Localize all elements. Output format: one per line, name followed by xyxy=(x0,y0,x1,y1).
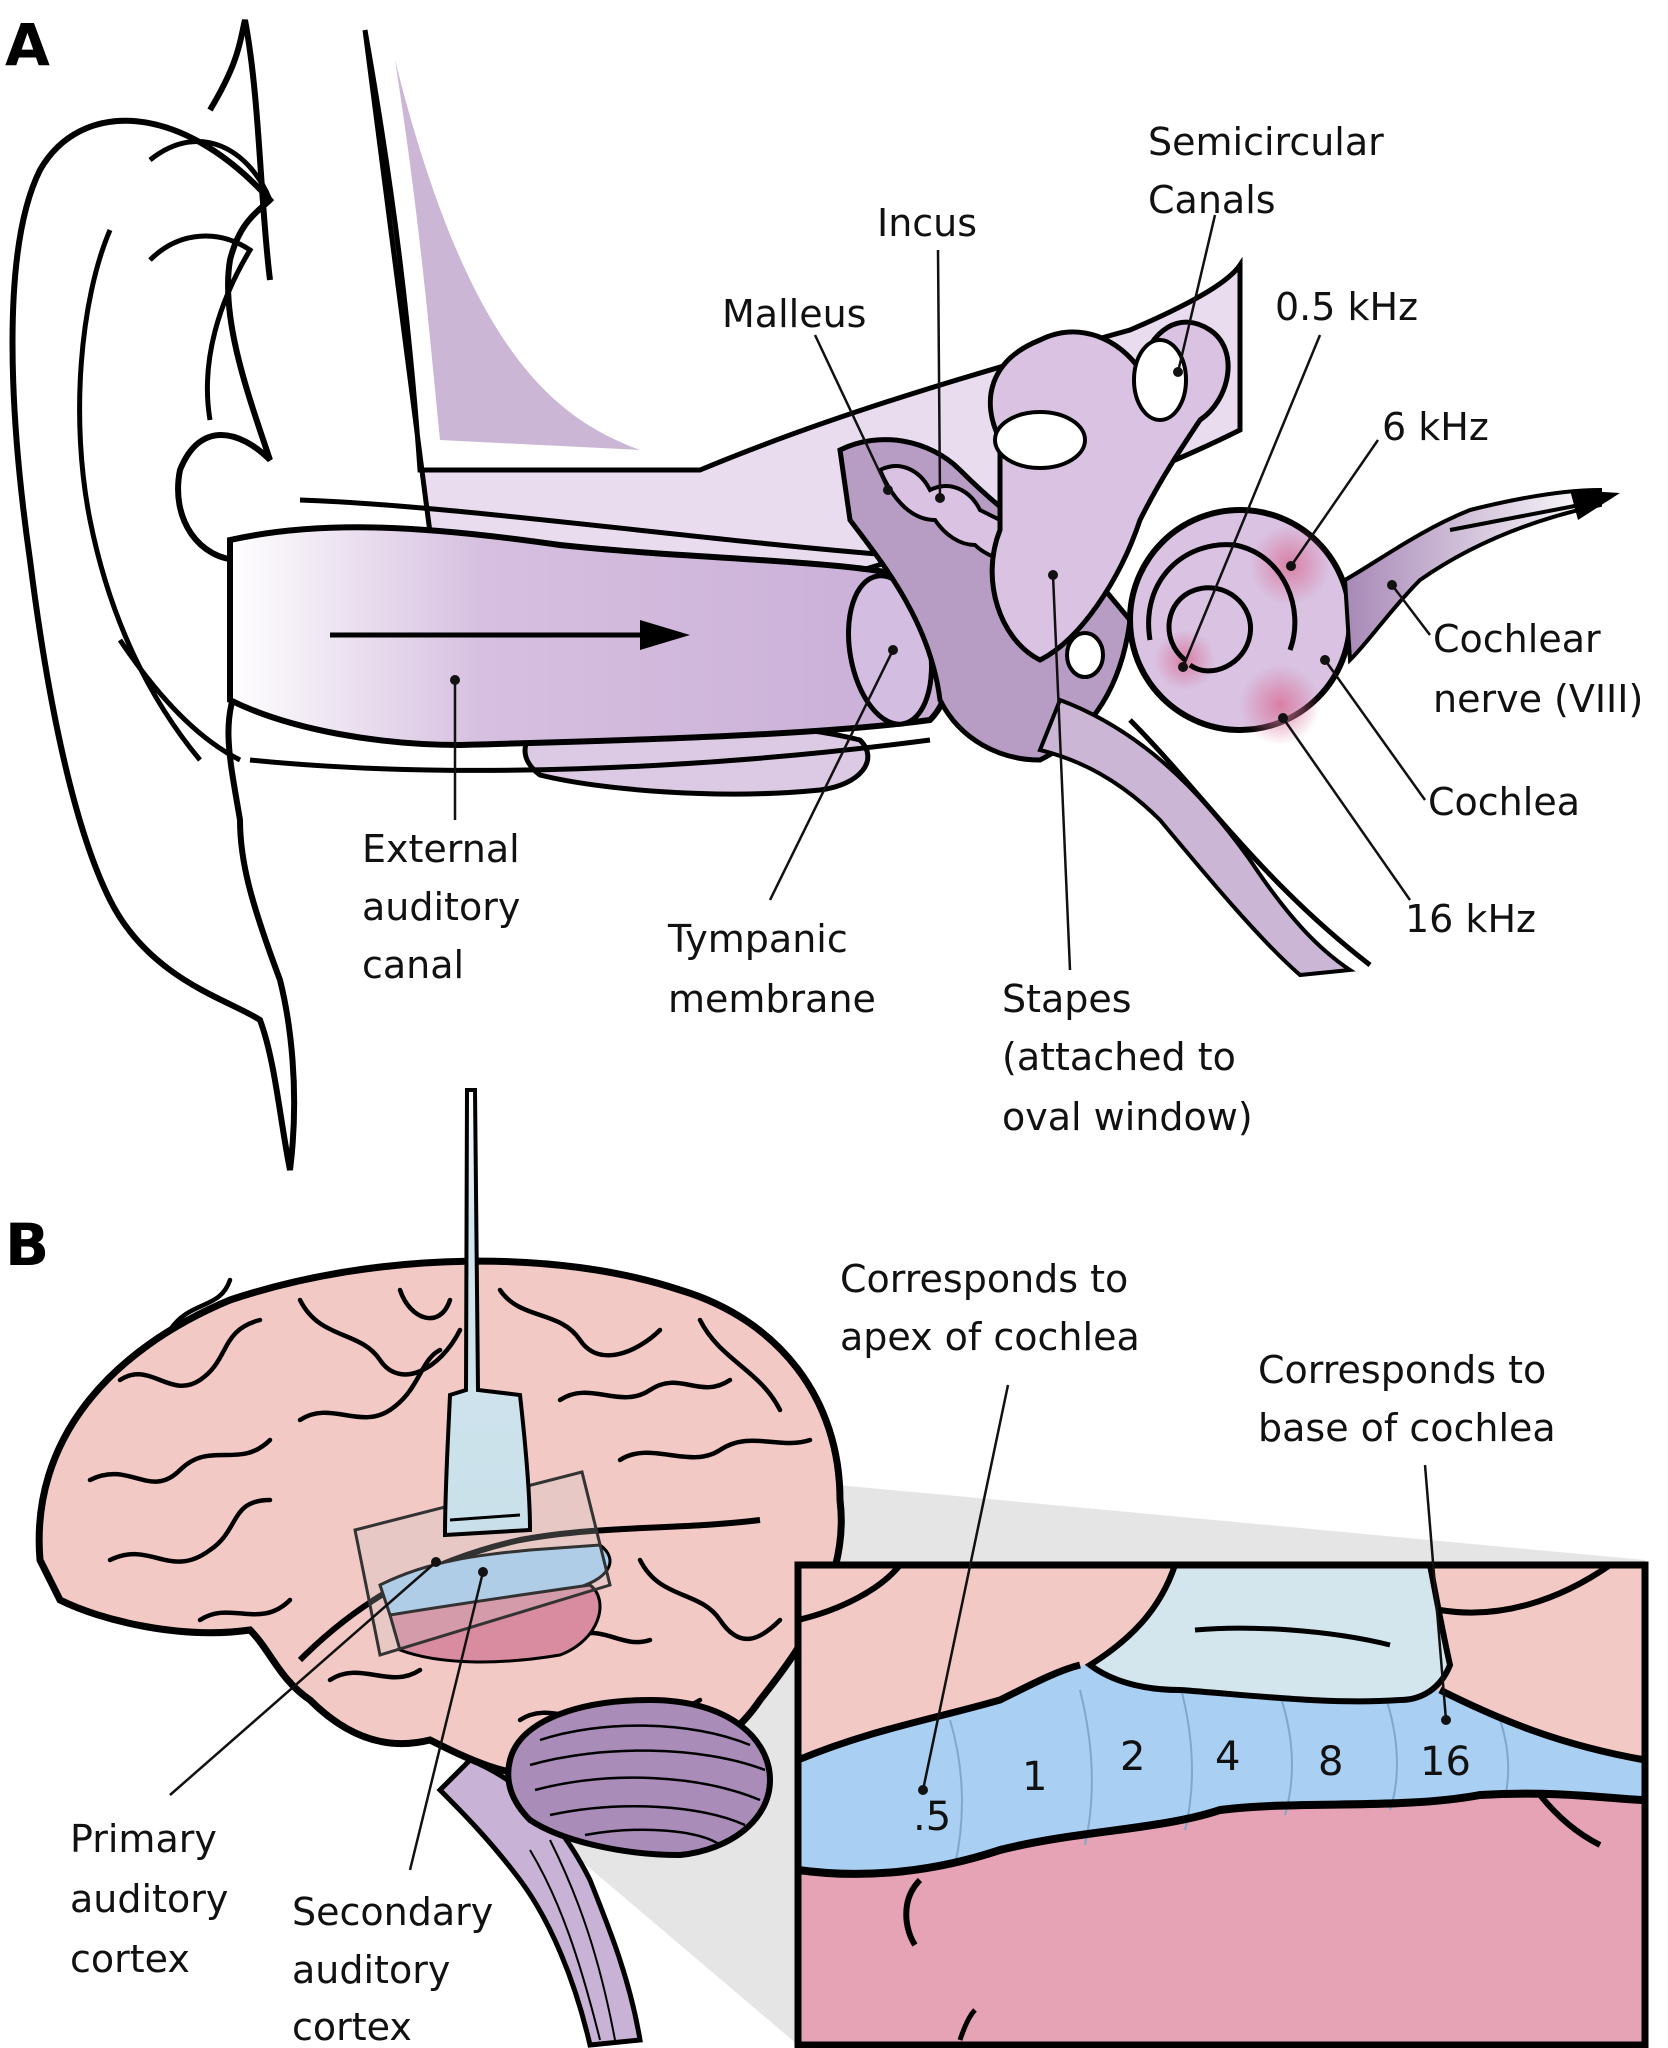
label-primary-1: Primary xyxy=(70,1817,217,1861)
label-secondary-2: auditory xyxy=(292,1948,450,1992)
label-primary-2: auditory xyxy=(70,1877,228,1921)
brain-leader-lines xyxy=(169,1384,1451,1871)
label-apex-2: apex of cochlea xyxy=(840,1315,1140,1359)
label-freq-05: 0.5 kHz xyxy=(1275,285,1418,329)
label-base-2: base of cochlea xyxy=(1258,1406,1556,1450)
tono-1: 1 xyxy=(1022,1754,1047,1800)
electrode-probe xyxy=(442,1088,533,1538)
tonotopy-labels: .5 1 2 4 8 16 xyxy=(913,1734,1471,1840)
label-cochlear-nerve-2: nerve (VIII) xyxy=(1433,677,1643,721)
label-external-3: canal xyxy=(362,943,464,987)
zoom-probe-tip xyxy=(1084,1562,1454,1705)
tono-2: 2 xyxy=(1120,1734,1145,1780)
label-semicircular-2: Canals xyxy=(1148,178,1276,222)
label-primary-3: cortex xyxy=(70,1937,190,1981)
panel-label-b: B xyxy=(5,1211,49,1279)
label-semicircular-1: Semicircular xyxy=(1148,120,1384,164)
ear-leader-lines xyxy=(450,214,1431,971)
tono-5: 16 xyxy=(1420,1739,1471,1785)
label-stapes-2: (attached to xyxy=(1002,1035,1236,1079)
label-malleus: Malleus xyxy=(722,292,866,336)
zoom-tonotopic-band xyxy=(798,1665,1645,1880)
brain-labels: Corresponds to apex of cochlea Correspon… xyxy=(70,1257,1556,2048)
cerebrum xyxy=(35,1257,845,1786)
lateral-sulcus xyxy=(297,1517,761,1663)
tono-3: 4 xyxy=(1215,1734,1240,1780)
label-freq-6: 6 kHz xyxy=(1382,405,1489,449)
ear-labels: Semicircular Canals Incus Malleus 0.5 kH… xyxy=(362,120,1643,1139)
pinna xyxy=(9,117,298,1171)
label-cochlear-nerve-1: Cochlear xyxy=(1433,617,1601,661)
label-cochlea: Cochlea xyxy=(1428,780,1580,824)
label-tympanic-2: membrane xyxy=(668,977,876,1021)
panel-label-a: A xyxy=(5,11,50,79)
label-external-1: External xyxy=(362,827,520,871)
label-tympanic-1: Tympanic xyxy=(667,917,848,961)
tono-0: .5 xyxy=(913,1794,951,1840)
label-incus: Incus xyxy=(877,201,977,245)
label-external-2: auditory xyxy=(362,885,520,929)
tono-4: 8 xyxy=(1318,1739,1343,1785)
label-stapes-3: oval window) xyxy=(1002,1095,1253,1139)
eustachian-tube xyxy=(1037,697,1356,978)
ear-illustration xyxy=(9,19,1620,1171)
label-stapes-1: Stapes xyxy=(1002,977,1132,1021)
label-secondary-3: cortex xyxy=(292,2005,412,2048)
label-freq-16: 16 kHz xyxy=(1405,897,1536,941)
zoom-panel xyxy=(794,1561,1649,2048)
zoom-secondary-region xyxy=(798,1793,1645,2045)
label-base-1: Corresponds to xyxy=(1258,1348,1546,1392)
label-secondary-1: Secondary xyxy=(292,1890,493,1934)
label-apex-1: Corresponds to xyxy=(840,1257,1128,1301)
